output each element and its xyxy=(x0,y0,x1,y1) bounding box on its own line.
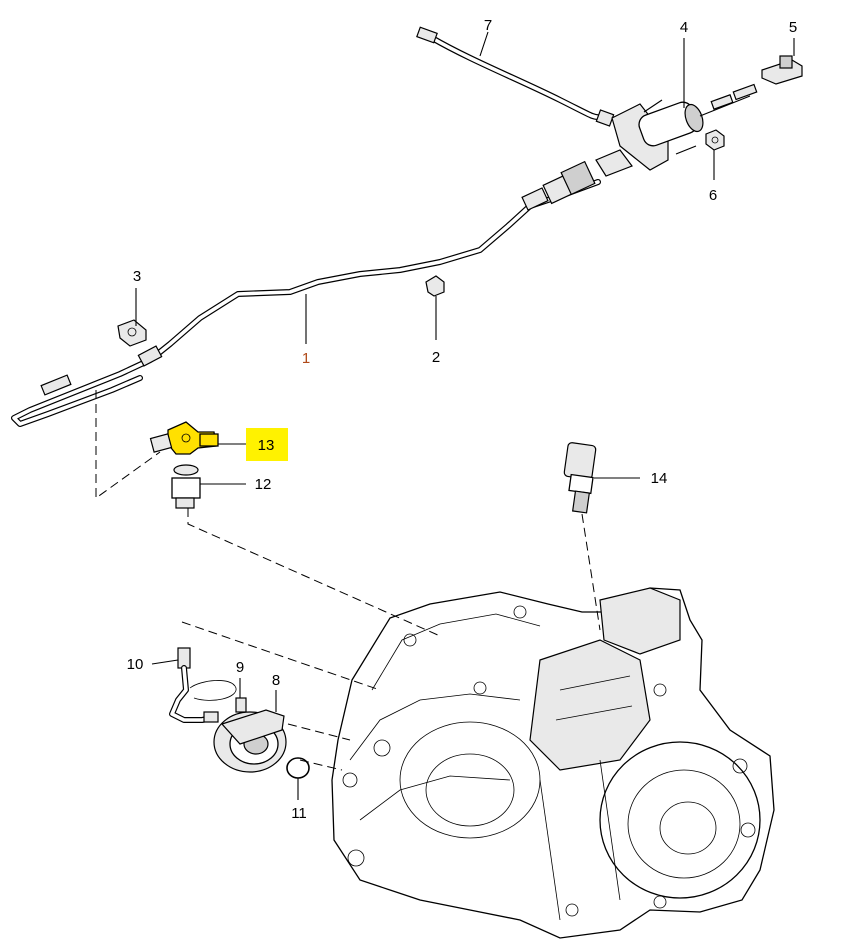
callout-9[interactable]: 9 xyxy=(236,659,244,676)
callout-13[interactable]: 13 xyxy=(258,437,275,454)
callout-1[interactable]: 1 xyxy=(302,350,310,367)
callout-3[interactable]: 3 xyxy=(133,268,141,285)
assembly-guide-lines xyxy=(95,390,601,771)
callout-11[interactable]: 11 xyxy=(291,805,307,822)
reversing-light-switch[interactable] xyxy=(563,442,597,514)
callout-2[interactable]: 2 xyxy=(432,349,440,366)
gearbox-housing xyxy=(331,587,775,939)
clutch-cable[interactable] xyxy=(416,26,615,127)
callout-10[interactable]: 10 xyxy=(127,656,144,673)
callout-5[interactable]: 5 xyxy=(789,19,797,36)
clutch-master-cylinder[interactable] xyxy=(595,83,758,177)
bleed-t-connector-highlighted[interactable] xyxy=(149,421,219,455)
bleed-hose[interactable] xyxy=(169,647,237,723)
callout-12[interactable]: 12 xyxy=(255,476,272,493)
callout-4[interactable]: 4 xyxy=(680,19,688,36)
clevis-clip[interactable] xyxy=(761,55,803,85)
callout-13-highlight xyxy=(246,428,288,461)
callout-8[interactable]: 8 xyxy=(272,672,280,689)
callout-6[interactable]: 6 xyxy=(709,187,717,204)
callout-leader-lines xyxy=(135,31,795,800)
concentric-slave-cylinder[interactable] xyxy=(213,709,287,773)
callout-labels: 1 2 3 4 5 6 7 8 9 10 11 12 13 14 xyxy=(127,17,798,822)
line-plug[interactable] xyxy=(171,464,201,509)
line-retaining-clip[interactable] xyxy=(425,275,445,297)
clutch-hydraulic-line[interactable] xyxy=(11,160,601,427)
callout-14[interactable]: 14 xyxy=(651,470,668,487)
bracket-clip[interactable] xyxy=(117,319,147,347)
callout-7[interactable]: 7 xyxy=(484,17,492,34)
hex-nut[interactable] xyxy=(705,129,725,151)
